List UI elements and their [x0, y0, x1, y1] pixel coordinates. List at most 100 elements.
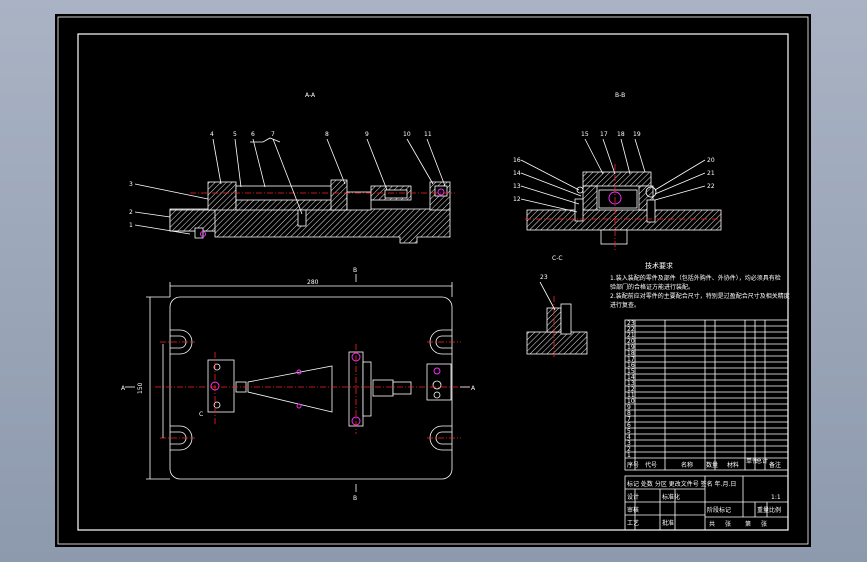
section-marker-a-right: A: [471, 385, 476, 392]
balloon-aa-4: 4: [210, 131, 214, 138]
cad-viewport[interactable]: A-A 4: [55, 14, 811, 547]
parts-row-number: 5: [627, 428, 631, 435]
tech-req-line-3: 2.装配前应对零件的主要配合尺寸，特别是过盈配合尺寸及相关精度: [610, 292, 790, 300]
parts-row-number: 4: [627, 434, 631, 441]
title-block-weight: 重量: [757, 506, 769, 514]
header-unit: 单件: [746, 457, 758, 465]
parts-row-number: 13: [627, 380, 635, 387]
view-title-aa: A-A: [305, 92, 316, 99]
section-view-aa: A-A: [134, 92, 455, 244]
tech-req-line-4: 进行复查。: [610, 301, 640, 309]
parts-row-number: 9: [627, 404, 631, 411]
parts-list-table: [624, 319, 789, 471]
balloon-bb-14: 14: [513, 170, 521, 177]
balloon-bb-12: 12: [513, 196, 521, 203]
balloon-aa-10: 10: [403, 131, 411, 138]
balloon-bb-18: 18: [617, 131, 625, 138]
balloon-cc-23: 23: [540, 274, 548, 281]
header-name: 名称: [681, 461, 693, 469]
plan-right-block: [426, 363, 452, 401]
tech-req-line-1: 1.装入装配的零件及部件（包括外购件、外协件），均必须具有检: [610, 274, 781, 282]
section-view-bb: B-B: [520, 92, 723, 250]
balloon-bb-15: 15: [581, 131, 589, 138]
parts-row-number: 1: [627, 452, 631, 459]
parts-row-number: 21: [627, 332, 635, 339]
parts-row-number: 3: [627, 440, 631, 447]
balloon-aa-9: 9: [365, 131, 369, 138]
title-block-standard: 标准化: [662, 493, 680, 501]
bb-top-clamp: [582, 171, 652, 187]
dim-width-text: 280: [307, 279, 319, 286]
balloon-aa-7: 7: [271, 131, 275, 138]
section-marker-b-bottom: B: [353, 495, 357, 502]
tech-req-line-2: 验部门的合格证方能进行装配。: [610, 283, 694, 291]
plan-left-block: [207, 359, 235, 413]
parts-row-number: 8: [627, 410, 631, 417]
title-block-approve: 批准: [662, 519, 674, 527]
title-block-review: 审核: [627, 506, 639, 514]
parts-row-number: 23: [627, 320, 635, 327]
title-block-process: 工艺: [627, 519, 639, 527]
parts-row-number: 11: [627, 392, 635, 399]
balloon-bb-17: 17: [600, 131, 608, 138]
title-block-revision-row: 标记 处数 分区 更改文件号 签名 年.月.日: [627, 480, 736, 488]
title-block-design: 设计: [627, 493, 639, 501]
bb-base-plate: [526, 209, 722, 231]
header-total: 总计: [756, 457, 768, 465]
title-block-stage: 阶段标记: [707, 506, 731, 514]
parts-row-number: 19: [627, 344, 635, 351]
drawing-canvas: A-A 4: [57, 16, 809, 545]
left-foot: [169, 209, 216, 232]
sheet-info-total: 共: [709, 520, 715, 528]
section-marker-c: C: [199, 411, 203, 418]
balloon-aa-11: 11: [424, 131, 432, 138]
plan-taper-part: [247, 365, 333, 413]
parts-row-number: 7: [627, 416, 631, 423]
parts-row-number: 18: [627, 350, 635, 357]
sheet-info-sheets: 张: [725, 520, 731, 528]
header-qty: 数量: [706, 461, 718, 469]
header-seq: 序号: [627, 461, 639, 469]
left-block: [207, 181, 237, 211]
sheet-info-sheet: 张: [761, 520, 767, 528]
title-block: [624, 475, 789, 531]
header-code: 代号: [645, 461, 657, 469]
slot-top-left: [170, 329, 193, 355]
balloon-aa-1: 1: [129, 222, 133, 229]
balloon-aa-5: 5: [233, 131, 237, 138]
balloon-bb-16: 16: [513, 157, 521, 164]
parts-row-number: 14: [627, 374, 635, 381]
plan-view: [125, 274, 470, 492]
section-view-cc: C-C: [526, 255, 588, 358]
parts-row-number: 15: [627, 368, 635, 375]
title-block-scale-label: 比例: [769, 506, 781, 514]
parts-row-number: 12: [627, 386, 635, 393]
parts-row-number: 17: [627, 356, 635, 363]
plan-base-outline: [169, 296, 453, 480]
balloon-aa-2: 2: [129, 209, 133, 216]
header-material: 材料: [727, 461, 739, 469]
balloon-bb-21: 21: [707, 170, 715, 177]
balloon-aa-3: 3: [129, 181, 133, 188]
parts-row-number: 20: [627, 338, 635, 345]
balloon-bb-19: 19: [633, 131, 641, 138]
balloon-bb-22: 22: [707, 183, 715, 190]
balloon-aa-6: 6: [251, 131, 255, 138]
parts-row-number: 2: [627, 446, 631, 453]
view-title-cc: C-C: [552, 255, 563, 262]
sheet-border: [57, 16, 809, 545]
section-marker-b-top: B: [353, 267, 357, 274]
slot-bottom-left: [170, 425, 193, 451]
tech-requirements-title: 技术要求: [645, 261, 673, 270]
balloon-bb-13: 13: [513, 183, 521, 190]
title-block-scale: 1:1: [771, 494, 781, 501]
view-title-bb: B-B: [615, 92, 625, 99]
parts-row-number: 16: [627, 362, 635, 369]
header-remarks: 备注: [769, 461, 781, 469]
dim-height-text: 150: [137, 382, 144, 394]
drawing-frame: [77, 33, 789, 531]
sheet-info-no: 第: [745, 520, 751, 528]
parts-row-number: 10: [627, 398, 635, 405]
parts-row-number: 22: [627, 326, 635, 333]
